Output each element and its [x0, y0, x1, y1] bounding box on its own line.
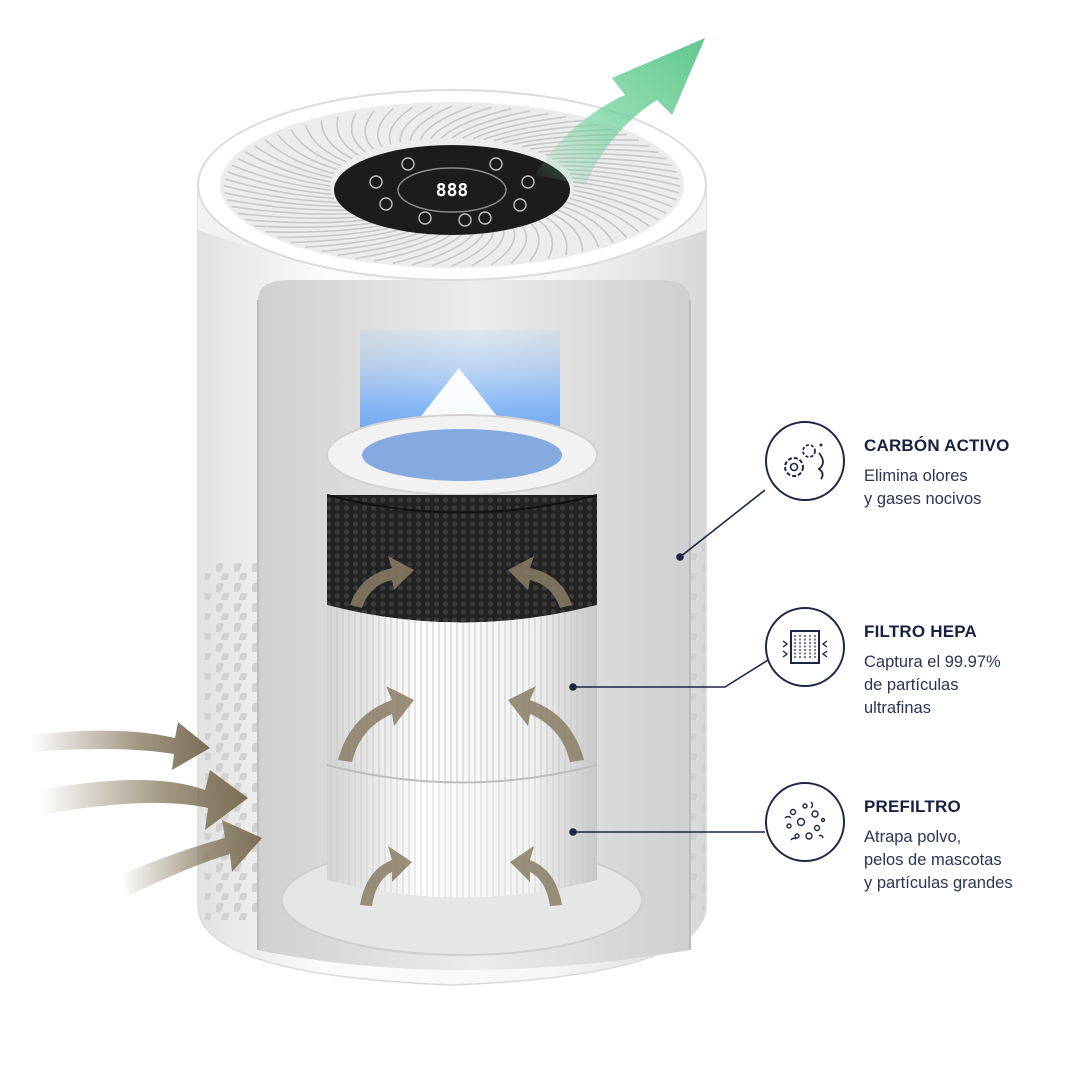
power-button[interactable] — [418, 211, 432, 225]
grille-blade — [320, 120, 353, 160]
grille-blade — [336, 116, 359, 156]
callout-desc: Atrapa polvo, pelos de mascotas y partíc… — [864, 828, 1013, 892]
curved-arrow-icon — [350, 556, 414, 608]
grille-blade — [373, 233, 453, 262]
grille-blade — [529, 222, 540, 262]
grille-blade — [254, 145, 333, 179]
control-button[interactable] — [521, 175, 535, 189]
callout-desc: Captura el 99.97% de partículas ultrafin… — [864, 653, 1001, 717]
display-readout: 888 — [436, 180, 469, 201]
internal-airflow-arrows — [338, 556, 584, 906]
grille-blade — [392, 233, 464, 265]
control-button[interactable] — [369, 175, 383, 189]
grille-blade — [483, 119, 583, 141]
grille-blade — [545, 216, 568, 256]
incoming-air-arrows — [30, 722, 262, 895]
gears-nose-icon — [765, 421, 845, 501]
grille-blade — [566, 201, 628, 239]
callout-icons — [765, 421, 845, 862]
control-button[interactable] — [379, 197, 393, 211]
top-lid: 888 — [197, 89, 707, 281]
grille-blade — [224, 192, 342, 208]
grille-blade — [237, 157, 331, 187]
grille-blade — [551, 212, 584, 252]
grille-blade — [245, 151, 331, 183]
callout-prefilter: PREFILTRO Atrapa polvo, pelos de mascota… — [864, 797, 1074, 895]
grille-blade — [399, 105, 433, 143]
callout-title: PREFILTRO — [864, 797, 961, 816]
grille-blade — [254, 222, 374, 229]
curved-arrow-icon — [508, 686, 584, 762]
grille-blade — [227, 199, 347, 211]
grille-blade — [231, 205, 353, 215]
curved-arrow-icon — [360, 846, 412, 906]
grille-blade — [265, 224, 383, 233]
grille-blade — [224, 178, 335, 200]
grille-blade — [419, 105, 473, 140]
activated-carbon-layer — [327, 495, 597, 623]
callout-title: FILTRO HEPA — [864, 622, 978, 641]
grille-blade — [472, 116, 567, 140]
grille-blade — [430, 106, 493, 140]
grille-blade — [573, 185, 667, 215]
grille-blade — [223, 185, 338, 204]
grille-blade — [562, 205, 614, 243]
grille-blade — [237, 212, 359, 220]
grille-blade — [451, 110, 531, 139]
fan-grille — [223, 105, 681, 267]
grille-blade — [388, 106, 414, 145]
grille-blade — [462, 112, 549, 139]
grille-blade — [510, 224, 528, 264]
grille-blade — [573, 189, 659, 221]
control-button[interactable] — [489, 157, 503, 171]
callout-hepa: FILTRO HEPA Captura el 99.97% de partícu… — [864, 622, 1074, 720]
grille-blade — [364, 110, 375, 150]
callout-desc: Elimina olores y gases nocivos — [864, 467, 982, 508]
grille-blade — [304, 124, 347, 163]
incoming-arrow-icon — [30, 722, 210, 770]
grille-blade — [245, 218, 366, 224]
curved-arrow-icon — [510, 846, 562, 906]
callout-title: CARBÓN ACTIVO — [864, 436, 1010, 455]
grille-blade — [264, 139, 335, 175]
grille-blade — [355, 233, 442, 260]
grille-blade — [227, 171, 332, 196]
grille-blade — [337, 232, 432, 256]
grille-blade — [290, 129, 342, 167]
grille-blade — [231, 164, 331, 191]
grille-blade — [431, 232, 485, 267]
grille-blade — [376, 108, 394, 148]
callout-leaders — [569, 489, 769, 836]
control-button[interactable] — [458, 213, 472, 227]
grille-blade — [290, 228, 401, 244]
grille-blade — [411, 232, 474, 266]
grille-blade — [277, 226, 392, 239]
incoming-arrow-icon — [120, 820, 262, 895]
grille-blade — [557, 209, 600, 248]
grille-blade — [409, 105, 453, 142]
control-button[interactable] — [513, 198, 527, 212]
control-button[interactable] — [401, 157, 415, 171]
control-button[interactable] — [478, 211, 492, 225]
grille-blade — [451, 230, 495, 267]
incoming-arrow-icon — [40, 770, 248, 830]
grille-blade — [276, 133, 338, 171]
callout-carbon: CARBÓN ACTIVO Elimina olores y gases noc… — [864, 436, 1074, 511]
grille-blade — [490, 227, 516, 266]
grille-blade — [569, 197, 640, 233]
grille-blade — [571, 193, 650, 227]
grille-blade — [321, 231, 421, 253]
grille-blade — [471, 229, 505, 267]
control-panel — [334, 145, 570, 235]
curved-arrow-icon — [338, 686, 414, 762]
pleated-filter-icon — [765, 607, 845, 687]
curved-arrow-icon — [508, 556, 572, 608]
dust-particles-icon — [765, 782, 845, 862]
grille-blade — [440, 107, 512, 139]
grille-blade — [537, 219, 554, 259]
grille-blade — [350, 113, 367, 153]
clean-air-arrow-icon — [535, 38, 705, 185]
grille-blade — [305, 230, 411, 248]
